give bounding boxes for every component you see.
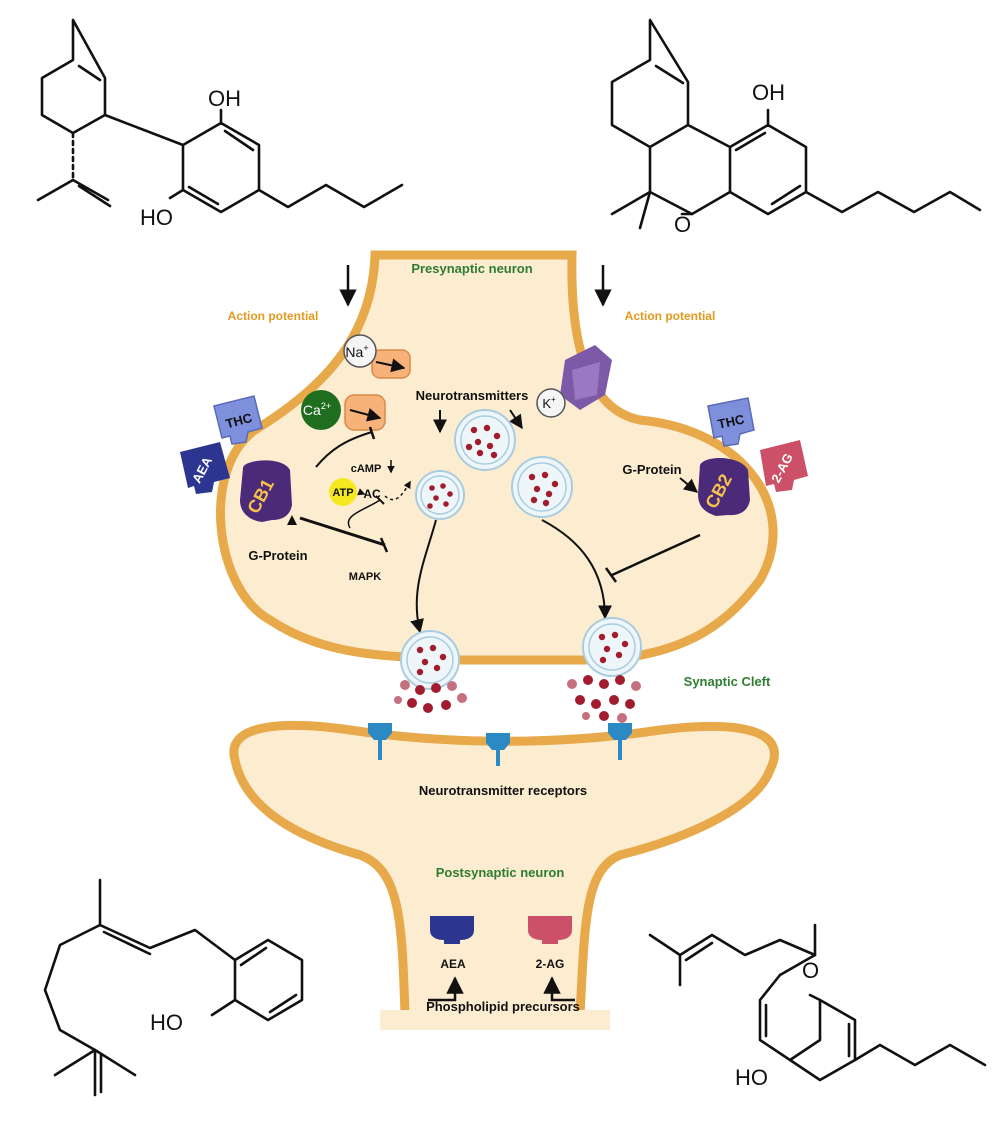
ac-label: AC [363, 487, 381, 501]
thc-o-label: O [674, 212, 691, 237]
cb1-inhibits-ca-bar [368, 426, 376, 440]
aea-bottom-shape [430, 916, 474, 944]
atp-ac-arrow [357, 488, 366, 496]
phospholipid-aea-arrow [428, 976, 464, 1002]
two-ag-right-ligand: 2-AG [760, 440, 808, 492]
nt-receptor-3 [608, 723, 632, 760]
action-potential-left-label: Action potential [228, 309, 319, 323]
cb2-inhibit-bar [604, 567, 618, 583]
vesicle-2 [415, 470, 465, 520]
thc-left-label: THC [224, 410, 254, 432]
postsynaptic-label: Postsynaptic neuron [436, 865, 565, 880]
atp-molecule [329, 478, 357, 506]
cb1-ac-bar [375, 495, 385, 505]
ca-channel [344, 394, 386, 431]
cb1-mapk-line [299, 516, 386, 547]
neurotransmitters-label: Neurotransmitters [416, 388, 529, 403]
ac-camp-arrow [384, 480, 411, 501]
postsynaptic-stem [380, 1010, 610, 1030]
gprotein-left-arrowhead [287, 515, 297, 525]
cbd-oh-label: OH [208, 86, 241, 111]
nt-receptor-1 [368, 723, 392, 760]
postsynaptic-neuron [229, 720, 779, 1020]
thc-right-label: THC [716, 411, 746, 431]
cbg-ho-label: HO [150, 1010, 183, 1035]
thc-right-ligand: THC [707, 397, 755, 447]
phospholipid-2ag-arrow [543, 976, 575, 1002]
cbd-structure [36, 18, 404, 214]
aea-bottom-label: AEA [440, 957, 466, 971]
na-ion [343, 334, 377, 368]
cbg-like-structure [43, 878, 304, 1097]
thc-oh-label: OH [752, 80, 785, 105]
k-label: K+ [542, 395, 556, 411]
cb1-receptor: CB1 [240, 460, 292, 522]
fusing-vesicle-right [582, 617, 642, 677]
na-label: Na+ [345, 343, 368, 360]
cb1-ac-line [347, 499, 381, 529]
presynaptic-label: Presynaptic neuron [411, 261, 532, 276]
cb1-inhibits-ca-line [315, 431, 373, 468]
fusing-vesicle-left [400, 630, 460, 690]
cbd-ho-label: HO [140, 205, 173, 230]
cb1-mapk-bar [379, 537, 389, 553]
mapk-label: MAPK [349, 571, 381, 583]
released-nt-right [567, 675, 641, 723]
atp-label: ATP [332, 487, 353, 499]
cbc-like-structure [648, 923, 987, 1082]
ca-ion [301, 390, 341, 430]
action-potential-right-label: Action potential [625, 309, 716, 323]
na-channel [371, 349, 411, 379]
camp-label: cAMP [351, 463, 382, 475]
cb2-inhibit-line [611, 533, 701, 577]
nt-receptors-label: Neurotransmitter receptors [419, 783, 587, 798]
thc-structure [610, 18, 982, 230]
gprotein-right-arrow [679, 477, 699, 493]
cbc-ho-label: HO [735, 1065, 768, 1090]
released-nt-left [394, 680, 467, 713]
cbc-o-label: O [802, 958, 819, 983]
release-arrow-right [541, 519, 612, 620]
ca-label: Ca2+ [303, 401, 331, 418]
nt-arrow-right [509, 409, 523, 430]
k-ion [536, 388, 566, 418]
phospholipid-label: Phospholipid precursors [426, 999, 580, 1014]
gprotein-right-label: G-Protein [622, 462, 681, 477]
vesicle-1 [454, 409, 516, 471]
k-channel [560, 345, 612, 410]
nt-receptor-2 [486, 733, 510, 766]
release-arrow-left [410, 519, 437, 634]
cb2-receptor: CB2 [698, 458, 750, 516]
thc-left-ligand: THC [213, 395, 263, 445]
aea-left-ligand: AEA [180, 442, 230, 494]
vesicle-3 [511, 456, 573, 518]
two-ag-bottom-shape [528, 916, 572, 944]
two-ag-bottom-label: 2-AG [536, 957, 565, 971]
gprotein-left-label: G-Protein [248, 548, 307, 563]
synaptic-cleft-label: Synaptic Cleft [684, 674, 771, 689]
